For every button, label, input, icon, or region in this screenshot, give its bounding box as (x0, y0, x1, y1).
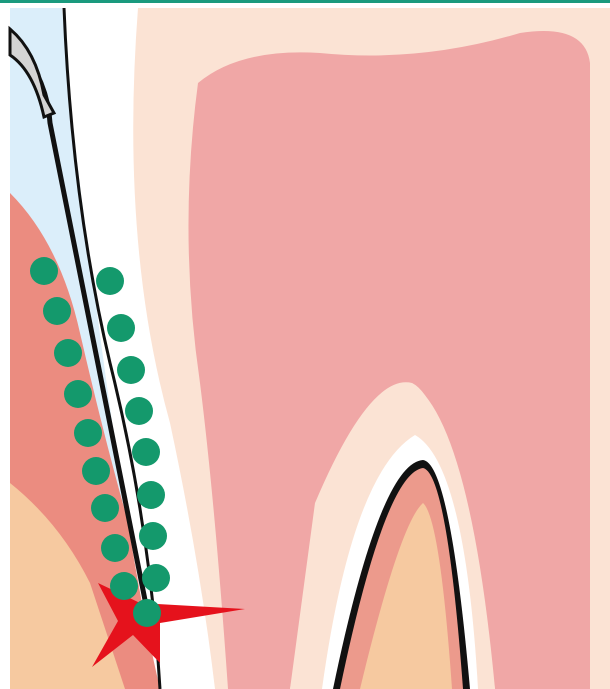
contact-dot-apex (133, 599, 161, 627)
contact-dot-right (139, 522, 167, 550)
contact-dot-left (82, 457, 110, 485)
contact-dot-right (107, 314, 135, 342)
contact-dot-right (96, 267, 124, 295)
contact-dot-right (125, 397, 153, 425)
contact-dot-left (110, 572, 138, 600)
contact-dot-left (101, 534, 129, 562)
contact-dot-left (43, 297, 71, 325)
contact-dot-right (137, 481, 165, 509)
contact-dot-right (142, 564, 170, 592)
contact-dot-left (30, 257, 58, 285)
contact-dot-left (74, 419, 102, 447)
contact-dot-left (91, 494, 119, 522)
contact-dot-right (117, 356, 145, 384)
contact-dot-left (54, 339, 82, 367)
contact-dot-left (64, 380, 92, 408)
contact-dot-right (132, 438, 160, 466)
